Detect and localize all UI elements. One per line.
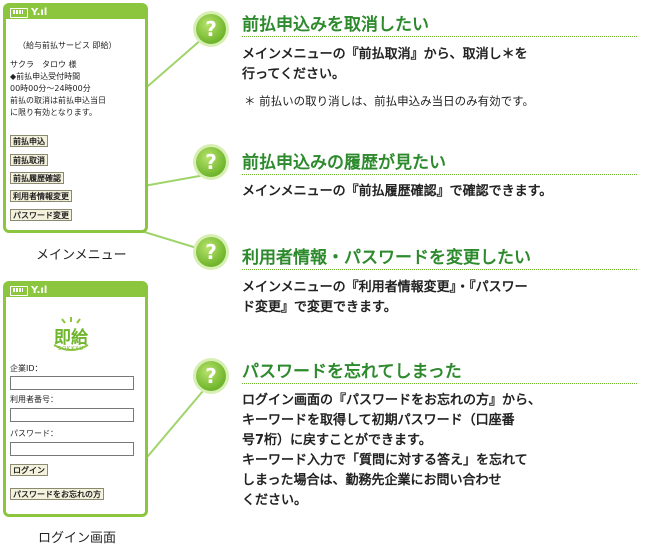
faq-body-forgot-line6: ください。 — [242, 493, 308, 508]
login-phone — [3, 281, 148, 517]
faq-title-cancel: 前払申込みを取消したい — [242, 15, 429, 35]
forgot-password-button[interactable]: パスワードをお忘れの方 — [10, 488, 104, 500]
signal-icon: Y.ıl — [31, 7, 48, 18]
faq-body-change-line2: ド変更』で変更できます。 — [242, 300, 397, 315]
faq-title-forgot: パスワードを忘れてしまった — [242, 362, 462, 382]
prepay-history-button[interactable]: 前払履歴確認 — [10, 172, 64, 184]
phone-status-bar — [5, 283, 146, 297]
login-button[interactable]: ログイン — [10, 464, 48, 476]
faq-divider — [242, 174, 637, 175]
help-question-icon: ? — [196, 361, 226, 391]
password-field[interactable] — [10, 442, 134, 456]
logo-subtext: SOKKYU — [57, 346, 85, 352]
sokkyu-logo: 即給 SOKKYU — [48, 315, 94, 353]
help-question-icon: ? — [196, 14, 226, 44]
password-label: パスワード： — [10, 429, 58, 438]
user-info-change-button[interactable]: 利用者情報変更 — [10, 190, 72, 202]
help-question-icon: ? — [196, 147, 226, 177]
password-change-button[interactable]: パスワード変更 — [10, 209, 72, 221]
main-menu-caption: メインメニュー — [36, 248, 127, 263]
notice-line1: 前払の取消は前払申込当日 — [10, 96, 106, 105]
faq-body-forgot-line5: しまった場合は、勤務先企業にお問い合わせ — [242, 473, 502, 488]
faq-divider — [242, 36, 637, 37]
faq-body-change-line1: メインメニューの『利用者情報変更』・『パスワー — [242, 280, 528, 295]
faq-body-forgot-line2: キーワードを取得して初期パスワード（口座番 — [242, 413, 515, 428]
user-number-label: 利用者番号： — [10, 395, 58, 404]
company-id-label: 企業ID： — [10, 364, 43, 373]
prepay-cancel-button[interactable]: 前払取消 — [10, 154, 48, 166]
service-title: （給与前払サービス 即給） — [18, 41, 117, 50]
faq-body-forgot-line3: 号7桁）に戻すことができます。 — [242, 433, 432, 448]
hours-heading: ◆前払申込受付時間 — [10, 72, 81, 81]
hours: 00時00分〜24時00分 — [10, 84, 91, 93]
company-id-field[interactable] — [10, 376, 134, 390]
battery-icon — [10, 286, 28, 296]
user-name: サクラ タロウ 様 — [10, 60, 77, 69]
status-icons: Y.ıl — [10, 285, 47, 297]
notice-line2: に限り有効となります。 — [10, 108, 97, 117]
faq-divider — [242, 269, 637, 270]
faq-title-history: 前払申込みの履歴が見たい — [242, 153, 446, 173]
help-question-icon: ? — [196, 237, 226, 267]
faq-note-cancel: ＊ 前払いの取り消しは、前払申込み当日のみ有効です。 — [244, 94, 535, 108]
user-number-field[interactable] — [10, 408, 134, 422]
faq-body-forgot-line4: キーワード入力で「質問に対する答え」を忘れて — [242, 453, 528, 468]
prepay-apply-button[interactable]: 前払申込 — [10, 135, 48, 147]
login-caption: ログイン画面 — [38, 531, 117, 546]
faq-body-forgot-line1: ログイン画面の『パスワードをお忘れの方』から、 — [242, 393, 542, 408]
battery-icon — [10, 8, 28, 18]
logo-text: 即給 — [54, 328, 88, 348]
signal-icon: Y.ıl — [31, 285, 48, 296]
faq-divider — [242, 383, 637, 384]
faq-body-cancel-line1: メインメニューの『前払取消』から、取消し＊を — [242, 47, 528, 62]
status-icons: Y.ıl — [10, 7, 47, 19]
faq-title-change: 利用者情報・パスワードを変更したい — [242, 248, 531, 268]
faq-body-cancel-line2: 行ってください。 — [242, 67, 345, 82]
faq-body-history-line1: メインメニューの『前払履歴確認』で確認できます。 — [242, 184, 553, 199]
phone-status-bar — [5, 5, 146, 19]
